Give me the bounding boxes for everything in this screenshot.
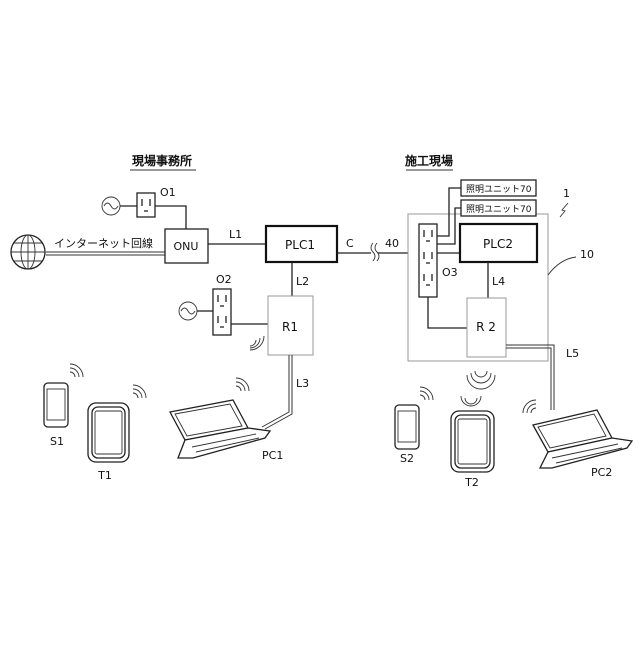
line-l5-label: L5	[566, 347, 579, 360]
ac-source-icon-2	[179, 302, 197, 320]
tablet-t2-label: T2	[464, 476, 479, 489]
tablet-t1-label: T1	[97, 469, 112, 482]
line-c-label: C	[346, 237, 354, 250]
wifi-icon-pc1	[236, 378, 249, 391]
plc1-label: PLC1	[285, 238, 315, 252]
lighting-unit-1-label: 照明ユニット70	[466, 184, 532, 195]
cable-break-icon	[371, 243, 375, 261]
wifi-icon-pc2	[523, 400, 536, 413]
outlet-o3	[419, 224, 437, 297]
wifi-icon-r2	[467, 371, 495, 389]
line-l3-label: L3	[296, 377, 309, 390]
internet-line-label: インターネット回線	[54, 236, 153, 250]
outlet-o2-label: O2	[216, 273, 232, 286]
line-l1-label: L1	[229, 228, 242, 241]
outlet-o2	[213, 289, 231, 335]
r1-label: R1	[282, 320, 298, 334]
tablet-t2	[451, 411, 494, 472]
laptop-pc1-label: PC1	[262, 449, 283, 462]
system-ref-pointer	[560, 203, 568, 217]
wifi-icon-s2	[420, 387, 433, 400]
system-ref-label: 1	[563, 187, 570, 200]
outlet-o1-label: O1	[160, 186, 176, 199]
internet-line	[46, 252, 165, 255]
office-section-heading: 現場事務所	[132, 153, 192, 168]
ac-source-icon	[102, 197, 120, 215]
wifi-icon-s1	[70, 364, 83, 377]
lighting-unit-2-label: 照明ユニット70	[466, 204, 532, 215]
cable-ref-label: 40	[385, 237, 399, 250]
smartphone-s2	[395, 405, 419, 449]
line-l4-label: L4	[492, 275, 505, 288]
plc2-label: PLC2	[483, 237, 513, 251]
wifi-icon-t1	[133, 385, 146, 398]
wifi-icon-r1	[250, 336, 264, 350]
region-ref-label: 10	[580, 248, 594, 261]
globe-icon	[11, 235, 45, 269]
onu-label: ONU	[174, 240, 199, 253]
site-section-heading: 施工現場	[405, 153, 453, 168]
wifi-icon-t2	[461, 396, 481, 406]
tablet-t1	[88, 403, 129, 462]
outlet-o1	[137, 193, 155, 217]
line-l3	[262, 355, 292, 429]
laptop-pc2	[533, 410, 632, 468]
laptop-pc1	[170, 400, 270, 458]
smartphone-s1-label: S1	[50, 435, 64, 448]
r2-label: R 2	[476, 320, 496, 334]
outlet-o3-label: O3	[442, 266, 458, 279]
smartphone-s1	[44, 383, 68, 427]
line-l2-label: L2	[296, 275, 309, 288]
smartphone-s2-label: S2	[400, 452, 414, 465]
laptop-pc2-label: PC2	[591, 466, 612, 479]
